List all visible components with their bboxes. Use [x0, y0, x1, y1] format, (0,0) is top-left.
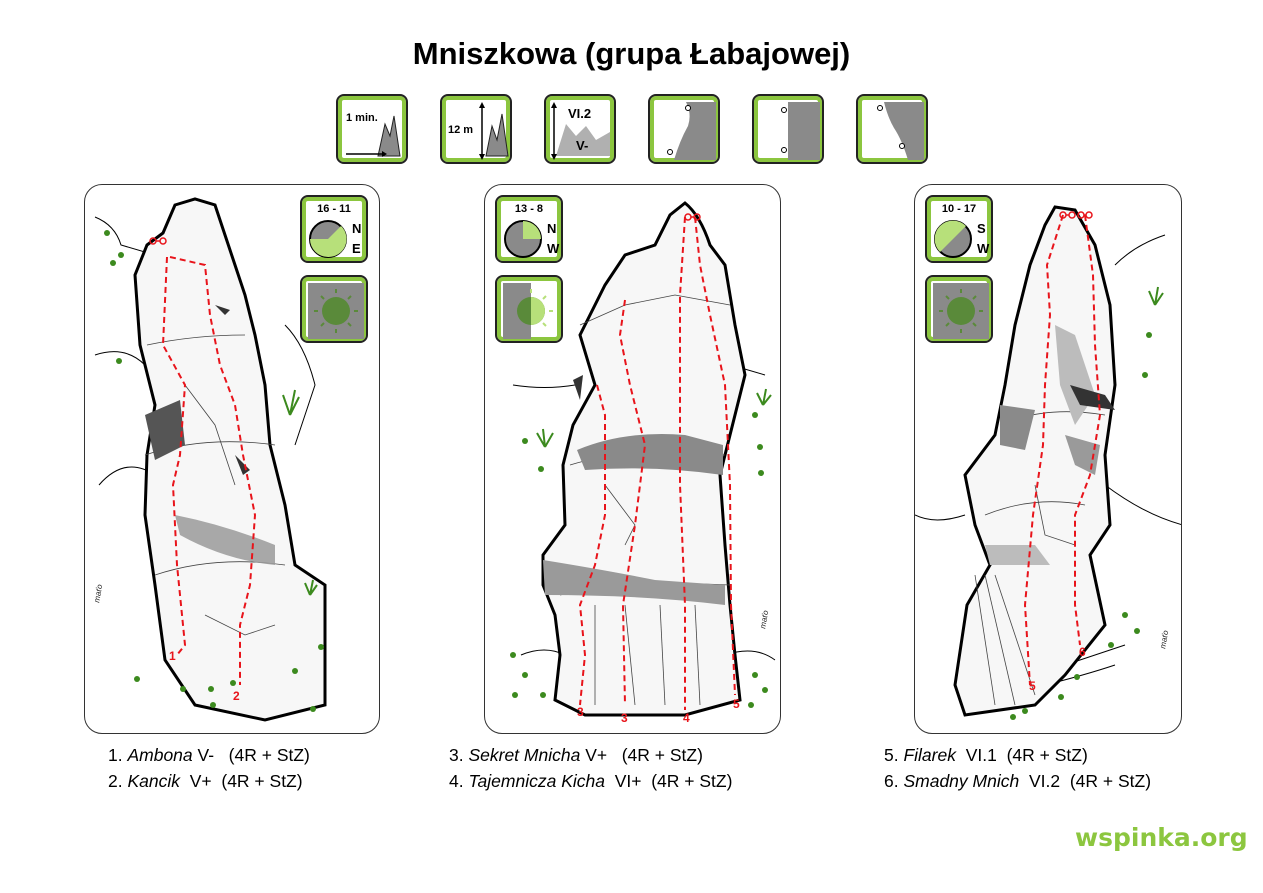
- route-entry-6: 6. Smadny Mnich VI.2 (4R + StZ): [884, 771, 1152, 791]
- site-logo[interactable]: wspinka.org: [1075, 823, 1248, 852]
- route-entry-3: 3. Sekret Mnicha V+ (4R + StZ): [449, 745, 703, 765]
- route-number-1: 1: [169, 649, 176, 663]
- rock-drawing-3: [915, 205, 1181, 720]
- orientation-compass: 13 - 8 N W: [495, 195, 563, 263]
- route-number-3b: 3: [621, 711, 628, 725]
- page-title: Mniszkowa (grupa Łabajowej): [412, 36, 851, 71]
- route-number-5: 5: [1029, 679, 1036, 693]
- height-icon: 12 m: [440, 94, 512, 164]
- sun-icon: [495, 275, 563, 343]
- route-number-6: 6: [1079, 645, 1086, 659]
- direction-2: W: [547, 241, 560, 256]
- route-number-5-ref: 5: [733, 697, 740, 711]
- topo-card-north-west: 13 - 8 N W 3 3 4 5 maťo: [484, 184, 781, 734]
- rock-drawing-1: [94, 197, 327, 722]
- approach-time-icon: 1 min.: [336, 94, 408, 164]
- route-entry-1: 1. Ambona V- (4R + StZ): [108, 745, 310, 765]
- route-entry-2: 2. Kancik V+ (4R + StZ): [108, 771, 303, 791]
- sun-icon: [925, 275, 993, 343]
- route-entry-4: 4. Tajemnicza Kicha VI+ (4R + StZ): [449, 771, 733, 791]
- direction-1: N: [352, 221, 362, 236]
- vertical-wall-icon: [752, 94, 824, 164]
- direction-2: E: [352, 241, 361, 256]
- sun-hours: 16 - 11: [317, 203, 351, 215]
- slab-icon: [648, 94, 720, 164]
- topo-card-south-west: 10 - 17 S W 5 6 maťo: [914, 184, 1182, 734]
- overhang-icon: [856, 94, 928, 164]
- direction-2: W: [977, 241, 990, 256]
- height-label: 12 m: [448, 124, 474, 136]
- topo-card-north-east: 16 - 11 N E 1 2 maťo: [84, 184, 380, 734]
- route-legend-2: 3. Sekret Mnicha V+ (4R + StZ) 4. Tajemn…: [449, 742, 732, 794]
- direction-1: S: [977, 221, 986, 236]
- route-number-4: 4: [683, 711, 690, 725]
- route-legend-1: 1. Ambona V- (4R + StZ) 2. Kancik V+ (4R…: [108, 742, 310, 794]
- sun-hours: 13 - 8: [514, 203, 544, 215]
- sun-icon: [300, 275, 368, 343]
- direction-1: N: [547, 221, 557, 236]
- orientation-compass: 16 - 11 N E: [300, 195, 368, 263]
- grade-min-label: V-: [576, 138, 589, 153]
- grade-max-label: VI.2: [568, 106, 592, 121]
- route-legend-3: 5. Filarek VI.1 (4R + StZ) 6. Smadny Mni…: [884, 742, 1151, 794]
- route-number-2: 2: [233, 689, 240, 703]
- grade-range-icon: VI.2 V-: [544, 94, 616, 164]
- route-number-3: 3: [577, 705, 584, 719]
- orientation-compass: 10 - 17 S W: [925, 195, 993, 263]
- approach-time-label: 1 min.: [346, 112, 378, 124]
- rock-drawing-2: [510, 201, 776, 717]
- sun-hours: 10 - 17: [941, 203, 977, 215]
- route-entry-5: 5. Filarek VI.1 (4R + StZ): [884, 745, 1088, 765]
